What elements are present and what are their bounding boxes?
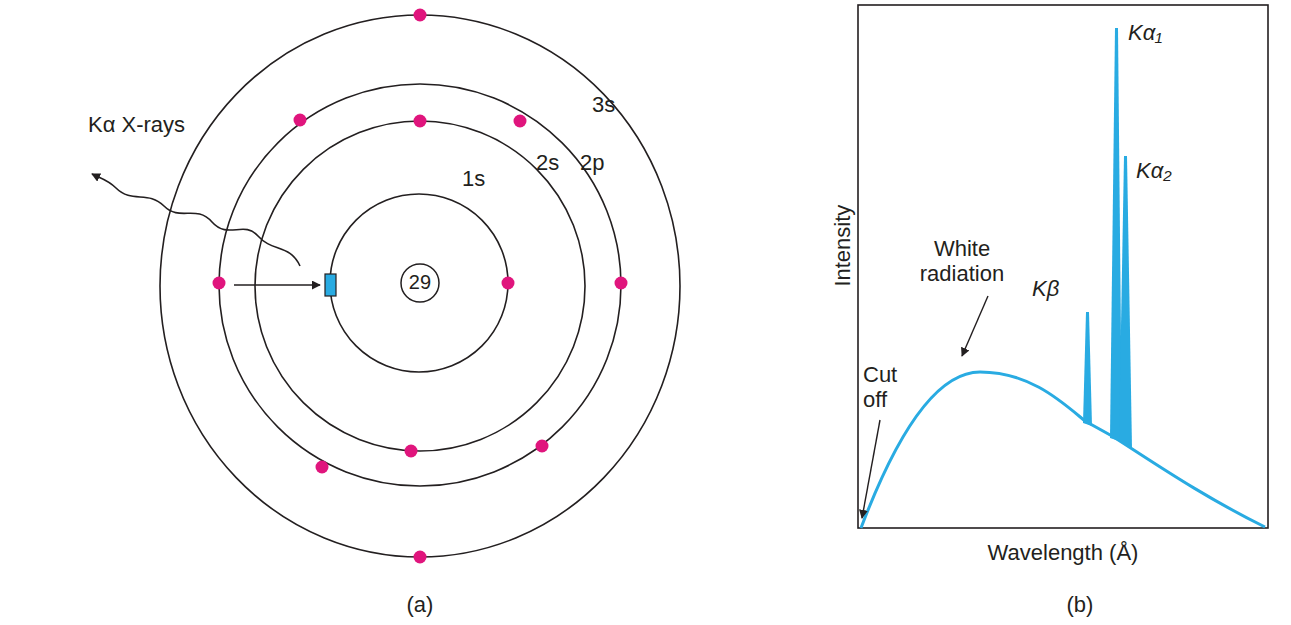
peak-label: Kα₁	[1128, 20, 1162, 45]
electron	[316, 461, 329, 474]
vacancy	[325, 274, 336, 296]
transition-arrow	[234, 284, 320, 286]
electron	[294, 114, 307, 127]
panel-label: (a)	[407, 592, 434, 617]
electron	[405, 445, 418, 458]
kbeta-peak	[1083, 312, 1092, 426]
atomic-number: 29	[409, 271, 431, 294]
electrons	[213, 9, 628, 564]
electron	[502, 277, 515, 290]
spectrum-curve	[861, 372, 1265, 528]
xray-label: Kα X-rays	[88, 112, 185, 137]
shell-label: 3s	[592, 92, 615, 117]
shell-2s	[255, 121, 585, 451]
shell-label: 1s	[462, 166, 485, 191]
leader-arrow	[962, 296, 988, 356]
peak-label: Kβ	[1032, 276, 1059, 301]
nucleus-circle	[401, 264, 439, 302]
shell-label: 2p	[580, 150, 604, 175]
kalpha2-peak	[1119, 156, 1132, 448]
shell-1s	[330, 194, 508, 372]
electron	[514, 115, 527, 128]
electron	[414, 9, 427, 22]
axis-label: Intensity	[830, 205, 855, 287]
shell-2p	[219, 84, 621, 486]
electron	[414, 551, 427, 564]
peak-label: Kα₂	[1136, 158, 1172, 183]
electron	[414, 115, 427, 128]
curve-label: White radiation	[907, 236, 1017, 287]
panel-label: (b)	[1067, 592, 1094, 617]
cutoff-label: Cut off	[863, 362, 913, 413]
shell-label: 2s	[536, 150, 559, 175]
xray-wave	[92, 174, 300, 266]
chart-frame	[858, 5, 1268, 528]
electron	[536, 440, 549, 453]
electron	[213, 277, 226, 290]
shell-3s	[160, 15, 680, 557]
nucleus: 29	[400, 263, 440, 303]
leader-arrow	[862, 420, 880, 518]
electron	[615, 277, 628, 290]
axis-label: Wavelength (Å)	[988, 540, 1139, 565]
